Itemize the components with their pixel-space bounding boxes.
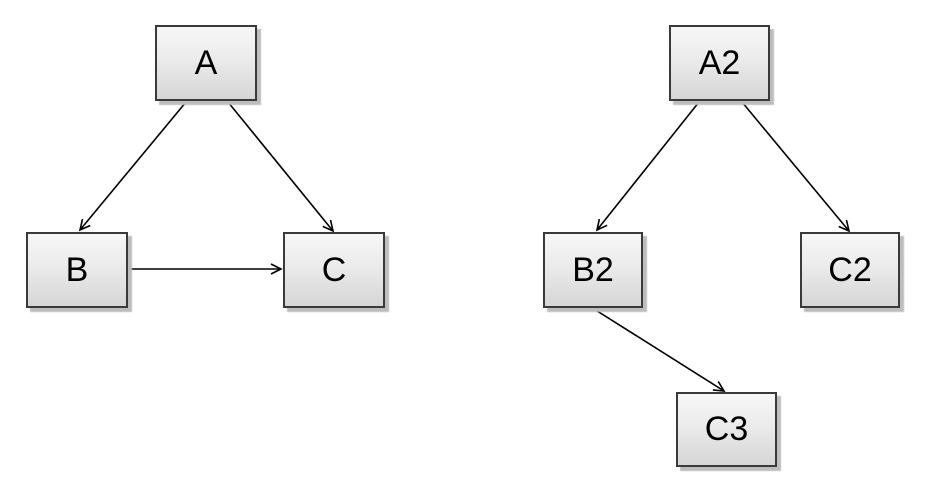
node-C3-label: C3: [704, 410, 749, 448]
node-B2[interactable]: B2: [543, 232, 643, 308]
node-C[interactable]: C: [283, 232, 385, 308]
node-A[interactable]: A: [155, 25, 257, 101]
node-A2-label: A2: [698, 43, 741, 82]
edge-A2-to-C2[interactable]: [741, 101, 851, 233]
edge-B2-to-C3[interactable]: [593, 308, 726, 392]
node-C-label: C: [321, 250, 347, 289]
node-B[interactable]: B: [26, 232, 128, 308]
node-A-label: A: [194, 43, 218, 82]
edge-A-to-C[interactable]: [227, 101, 335, 233]
node-C3[interactable]: C3: [676, 392, 777, 467]
node-C2[interactable]: C2: [800, 232, 900, 308]
edge-A2-to-B2[interactable]: [595, 101, 700, 232]
node-B-label: B: [65, 250, 89, 289]
node-A2[interactable]: A2: [669, 25, 770, 101]
node-B2-label: B2: [572, 250, 614, 289]
edge-A-to-B[interactable]: [78, 101, 187, 232]
node-C2-label: C2: [828, 250, 872, 289]
